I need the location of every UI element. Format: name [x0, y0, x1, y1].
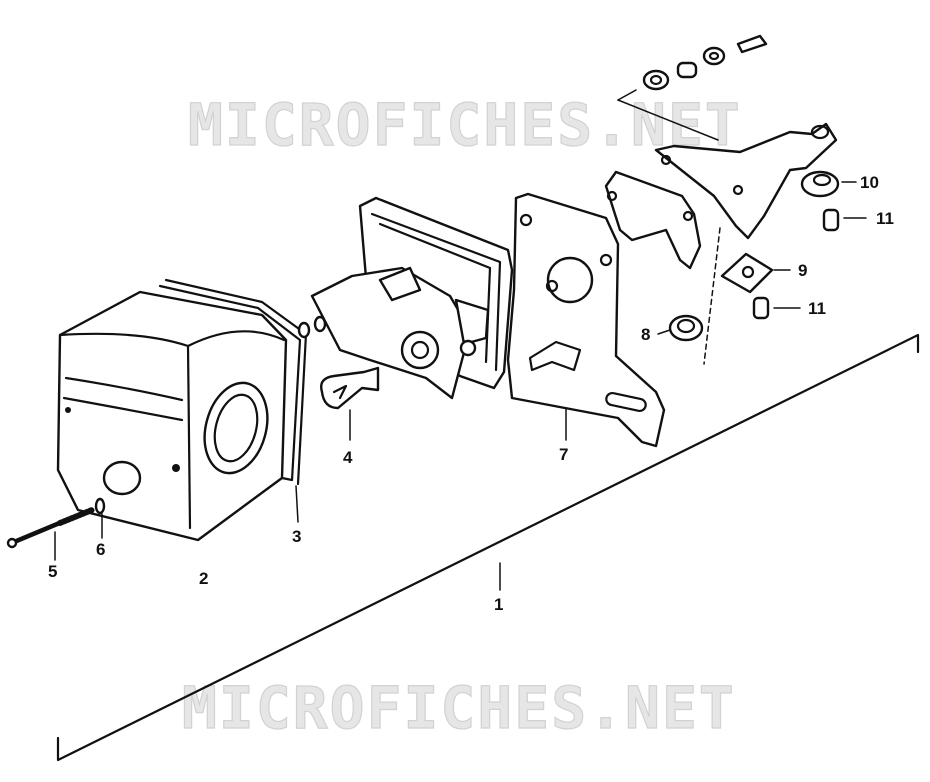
assembly-bracket — [56, 333, 920, 762]
part-11-collars — [752, 208, 867, 320]
callout-11a: 11 — [876, 209, 894, 228]
callout-2: 2 — [199, 569, 208, 588]
part-bracket — [604, 122, 838, 365]
part-10-rubber-mount — [800, 170, 857, 198]
callout-9: 9 — [798, 261, 807, 280]
part-mounting-plate — [506, 192, 666, 448]
callout-1: 1 — [494, 595, 503, 614]
callout-5: 5 — [48, 562, 57, 581]
part-top-hardware — [617, 34, 768, 141]
callout-7: 7 — [559, 445, 568, 464]
part-9-clip-nut — [720, 252, 791, 294]
watermark-top: MICROFICHES.NET — [188, 91, 742, 159]
part-small-washers — [297, 315, 327, 339]
part-lamp-housing — [56, 290, 288, 542]
part-8-grommet — [657, 314, 704, 342]
callout-4: 4 — [343, 448, 353, 467]
callout-6: 6 — [96, 540, 105, 559]
part-socket-frame — [310, 196, 514, 400]
callout-3: 3 — [292, 527, 301, 546]
part-screw — [6, 507, 95, 561]
part-washer — [94, 497, 106, 539]
watermark-bottom: MICROFICHES.NET — [182, 674, 736, 742]
callout-labels: 1 2 3 4 5 6 7 8 9 10 11 11 — [48, 173, 894, 614]
callout-10: 10 — [860, 173, 879, 192]
part-gasket — [158, 278, 308, 523]
callout-11b: 11 — [808, 299, 826, 318]
part-bulb — [320, 366, 380, 441]
callout-8: 8 — [641, 325, 650, 344]
